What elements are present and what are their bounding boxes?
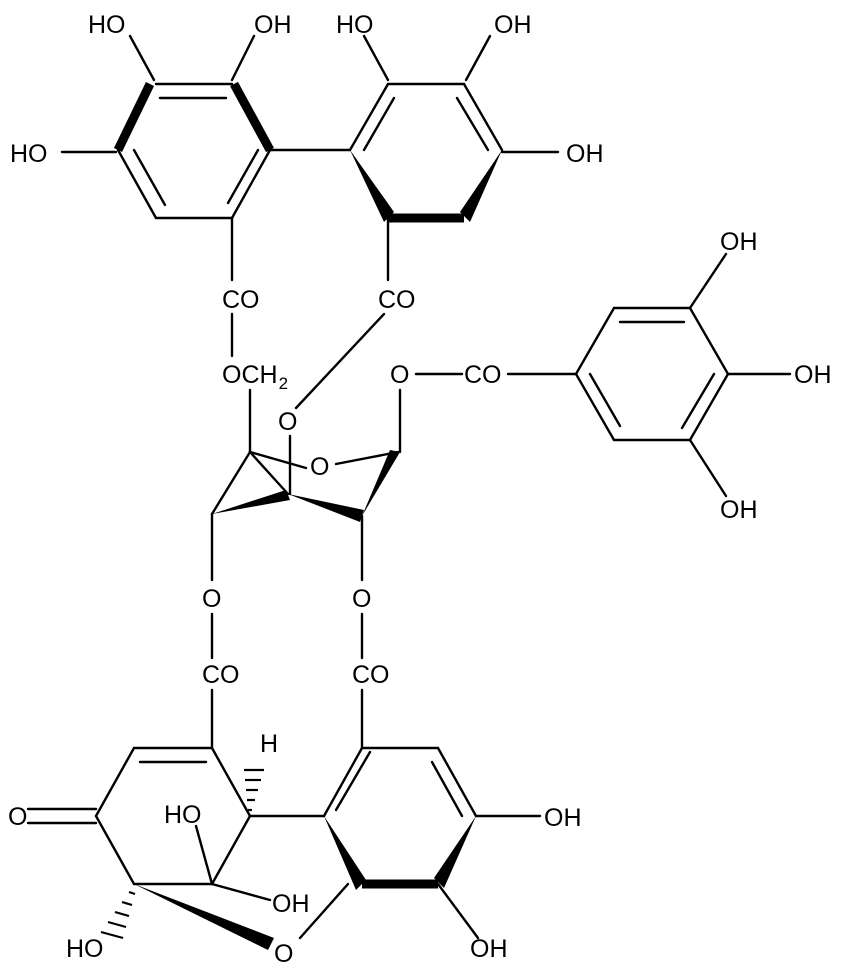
hydroxyl-label: OH <box>566 140 604 168</box>
hydroxyl-label: OH <box>544 804 582 832</box>
ester-oxygen-label: O <box>202 585 221 613</box>
ester-oxygen-label: O <box>390 361 409 389</box>
hydroxyl-label: OH <box>470 935 508 963</box>
ester-carbonyl-label: CO <box>202 661 240 689</box>
lower-benzene-ring <box>322 746 542 940</box>
hydroxyl-label: HO <box>336 11 374 39</box>
hydroxyl-label: HO <box>88 11 126 39</box>
glucose-ring <box>210 388 402 582</box>
hydroxyl-label: OH <box>720 496 758 524</box>
hydroxyl-label: HO <box>10 140 48 168</box>
ester-bond <box>294 312 386 410</box>
upper-right-benzene-ring <box>348 82 504 223</box>
ester-carbonyl-label: CO <box>222 286 260 314</box>
ester-carbonyl-label: CO <box>352 661 390 689</box>
stereo-hash-bonds <box>100 768 264 940</box>
galloyl-benzene-ring <box>574 252 792 498</box>
ester-carbonyl-label: CO <box>464 361 502 389</box>
hydroxyl-label: HO <box>164 801 202 829</box>
hydroxyl-label: OH <box>720 228 758 256</box>
upper-hydroxyls <box>60 34 560 154</box>
hydroxyl-label: OH <box>794 361 832 389</box>
ester-oxygen-label: O <box>352 585 371 613</box>
stereo-hydrogen-label: H <box>260 730 278 758</box>
ester-carbonyl-label: CO <box>378 286 416 314</box>
hydroxyl-label: OH <box>272 890 310 918</box>
ketone-oxygen-label: O <box>8 803 27 831</box>
bridge-oxygen-label: O <box>274 940 293 968</box>
ester-oxygen-label: O <box>278 408 297 436</box>
ring-oxygen-label: O <box>310 453 329 481</box>
cyclohexenone-ring <box>26 746 350 950</box>
methylene-ester-label: OCH2 <box>222 361 288 393</box>
hydroxyl-label: OH <box>254 11 292 39</box>
hydroxyl-label: HO <box>66 935 104 963</box>
hydroxyl-label: OH <box>494 11 532 39</box>
upper-left-benzene-ring <box>113 81 274 220</box>
